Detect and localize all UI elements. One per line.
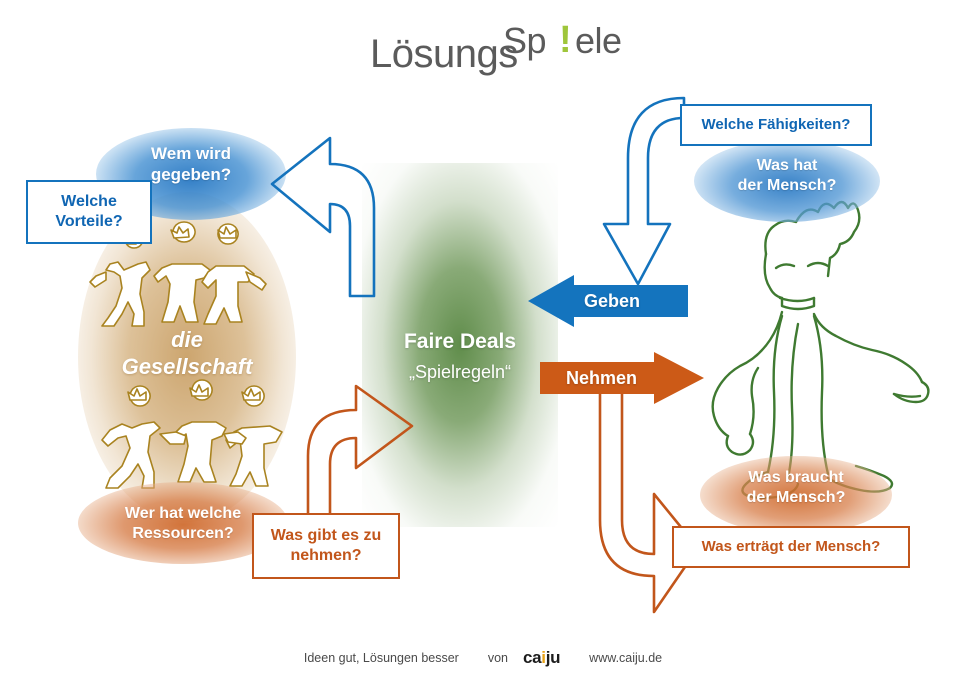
label-line1: Was hat [756,157,818,174]
logo-text-loesungs: Lösungs [370,32,518,76]
orange-curved-arrow-to-ertraegt [598,390,700,614]
box-text: Was erträgt der Mensch? [701,537,881,555]
caiju-ca: ca [522,648,542,667]
faire-deals-title: Faire Deals [403,330,517,353]
box-line1: Welche [61,193,117,211]
was-braucht-der-mensch-ellipse [700,456,892,534]
label-line2: Ressourcen? [132,524,234,542]
nehmen-arrow [540,352,704,404]
label-line1: Was braucht [748,469,844,486]
was-ertraegt-der-mensch-box[interactable]: Was erträgt der Mensch? [672,526,910,568]
orange-curved-arrow-to-center [306,384,414,530]
label-line2: der Mensch? [737,176,837,194]
geben-arrow [528,275,688,327]
society-label-line2: Gesellschaft [121,353,253,379]
spielregeln-subtitle: „Spielregeln“ [408,362,512,382]
wer-hat-welche-ressourcen-label: Wer hat welche Ressourcen? [78,504,288,543]
logo-loesungsspiele: Lösungs Sp ! ele [370,18,630,78]
box-line1: Was gibt es zu [270,527,382,545]
box-line2: nehmen? [290,547,362,564]
footer-tagline: Ideen gut, Lösungen besser [303,651,459,665]
caiju-i: i [541,648,546,667]
was-hat-der-mensch-ellipse [694,140,880,222]
nehmen-label: Nehmen [566,368,638,388]
footer: Ideen gut, Lösungen besser von caiju www… [0,648,966,668]
logo-text-sp: Sp [503,20,547,61]
society-label: die Gesellschaft [80,327,294,381]
wem-wird-gegeben-label: Wem wird gegeben? [96,144,286,185]
society-label-line1: die [171,327,203,352]
logo-text-ele: ele [575,20,622,61]
welche-vorteile-box[interactable]: Welche Vorteile? [26,180,152,244]
logo-exclamation-icon: ! [559,19,572,61]
label-line2: gegeben? [150,164,232,184]
blue-curved-arrow-from-faehigkeiten [602,96,686,286]
group-of-people-icon-secondary [101,379,283,489]
blue-curved-arrow-to-society [270,136,376,298]
label-line2: der Mensch? [746,488,846,506]
footer-url[interactable]: www.caiju.de [589,651,663,665]
welche-faehigkeiten-box[interactable]: Welche Fähigkeiten? [680,104,872,146]
was-hat-der-mensch-label: Was hat der Mensch? [694,156,880,195]
box-line2: Vorteile? [55,213,123,230]
was-gibt-es-zu-nehmen-box[interactable]: Was gibt es zu nehmen? [252,513,400,579]
caiju-ju: ju [545,648,561,667]
standing-person-icon [711,200,930,500]
footer-von: von [487,651,508,665]
label-line1: Wer hat welche [124,505,242,522]
caiju-logo: caiju [522,648,561,668]
geben-label: Geben [584,291,641,311]
faire-deals-panel-background [362,163,558,527]
was-braucht-der-mensch-label: Was braucht der Mensch? [700,468,892,507]
box-text: Welche Fähigkeiten? [701,115,851,133]
label-line1: Wem wird [151,144,231,163]
